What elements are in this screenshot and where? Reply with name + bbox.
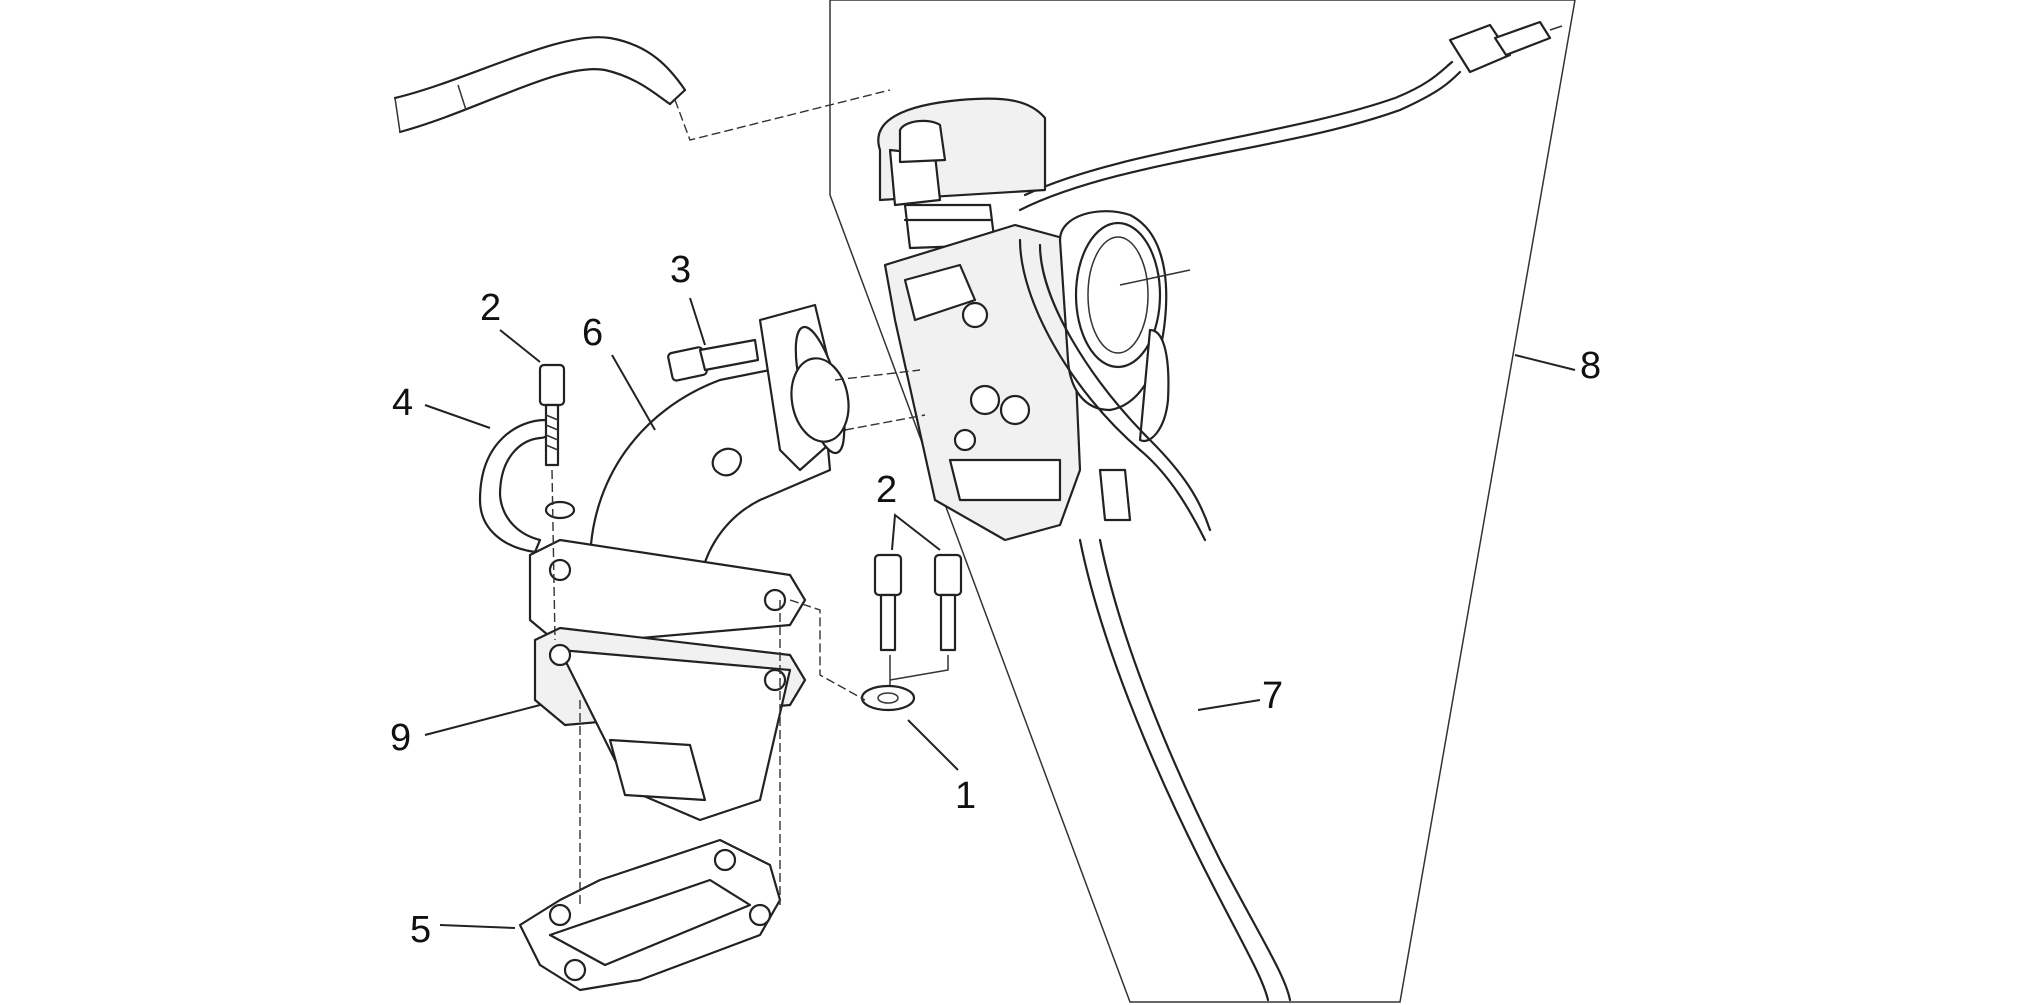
callout-5: 5 bbox=[410, 909, 431, 951]
leader-2b bbox=[891, 513, 941, 551]
leader-5 bbox=[439, 924, 516, 929]
leader-3 bbox=[689, 297, 706, 346]
leader-8 bbox=[1514, 354, 1576, 371]
callout-4: 4 bbox=[392, 382, 413, 424]
carburetor bbox=[877, 97, 1170, 542]
leader-7 bbox=[1197, 699, 1261, 711]
clamp bbox=[478, 418, 553, 554]
screw-right-pair bbox=[873, 553, 963, 652]
leader-4 bbox=[424, 404, 491, 429]
intake-manifold bbox=[588, 303, 850, 592]
callout-7: 7 bbox=[1262, 675, 1283, 717]
leader-2a bbox=[499, 329, 541, 363]
screw-left-guide-line bbox=[551, 469, 556, 641]
carburetor-axis-line bbox=[1119, 269, 1191, 286]
manifold-guide-line bbox=[834, 369, 921, 381]
fuel-hose bbox=[1018, 238, 1292, 1002]
screw-left bbox=[538, 363, 576, 520]
callout-1: 1 bbox=[955, 775, 976, 817]
carburetor-assembly-boundary bbox=[829, 0, 1576, 1003]
washer-guide-line bbox=[789, 599, 866, 701]
reed-valve bbox=[528, 538, 807, 822]
manifold-guide-line bbox=[844, 414, 926, 431]
callout-8: 8 bbox=[1580, 345, 1601, 387]
upper-hose bbox=[393, 36, 687, 134]
leader-1 bbox=[907, 719, 959, 771]
callout-6: 6 bbox=[582, 312, 603, 354]
callout-2a: 2 bbox=[480, 287, 501, 329]
leader-9 bbox=[424, 704, 541, 736]
electric-wire bbox=[1018, 20, 1563, 212]
leader-6 bbox=[611, 354, 656, 431]
callout-3: 3 bbox=[670, 249, 691, 291]
callout-9: 9 bbox=[390, 717, 411, 759]
washer bbox=[860, 684, 916, 712]
upper-hose-guide-line bbox=[674, 89, 891, 141]
screw-right-guide-line bbox=[889, 655, 949, 685]
screw-top bbox=[667, 338, 760, 382]
callout-2b: 2 bbox=[876, 469, 897, 511]
gasket bbox=[518, 838, 782, 992]
